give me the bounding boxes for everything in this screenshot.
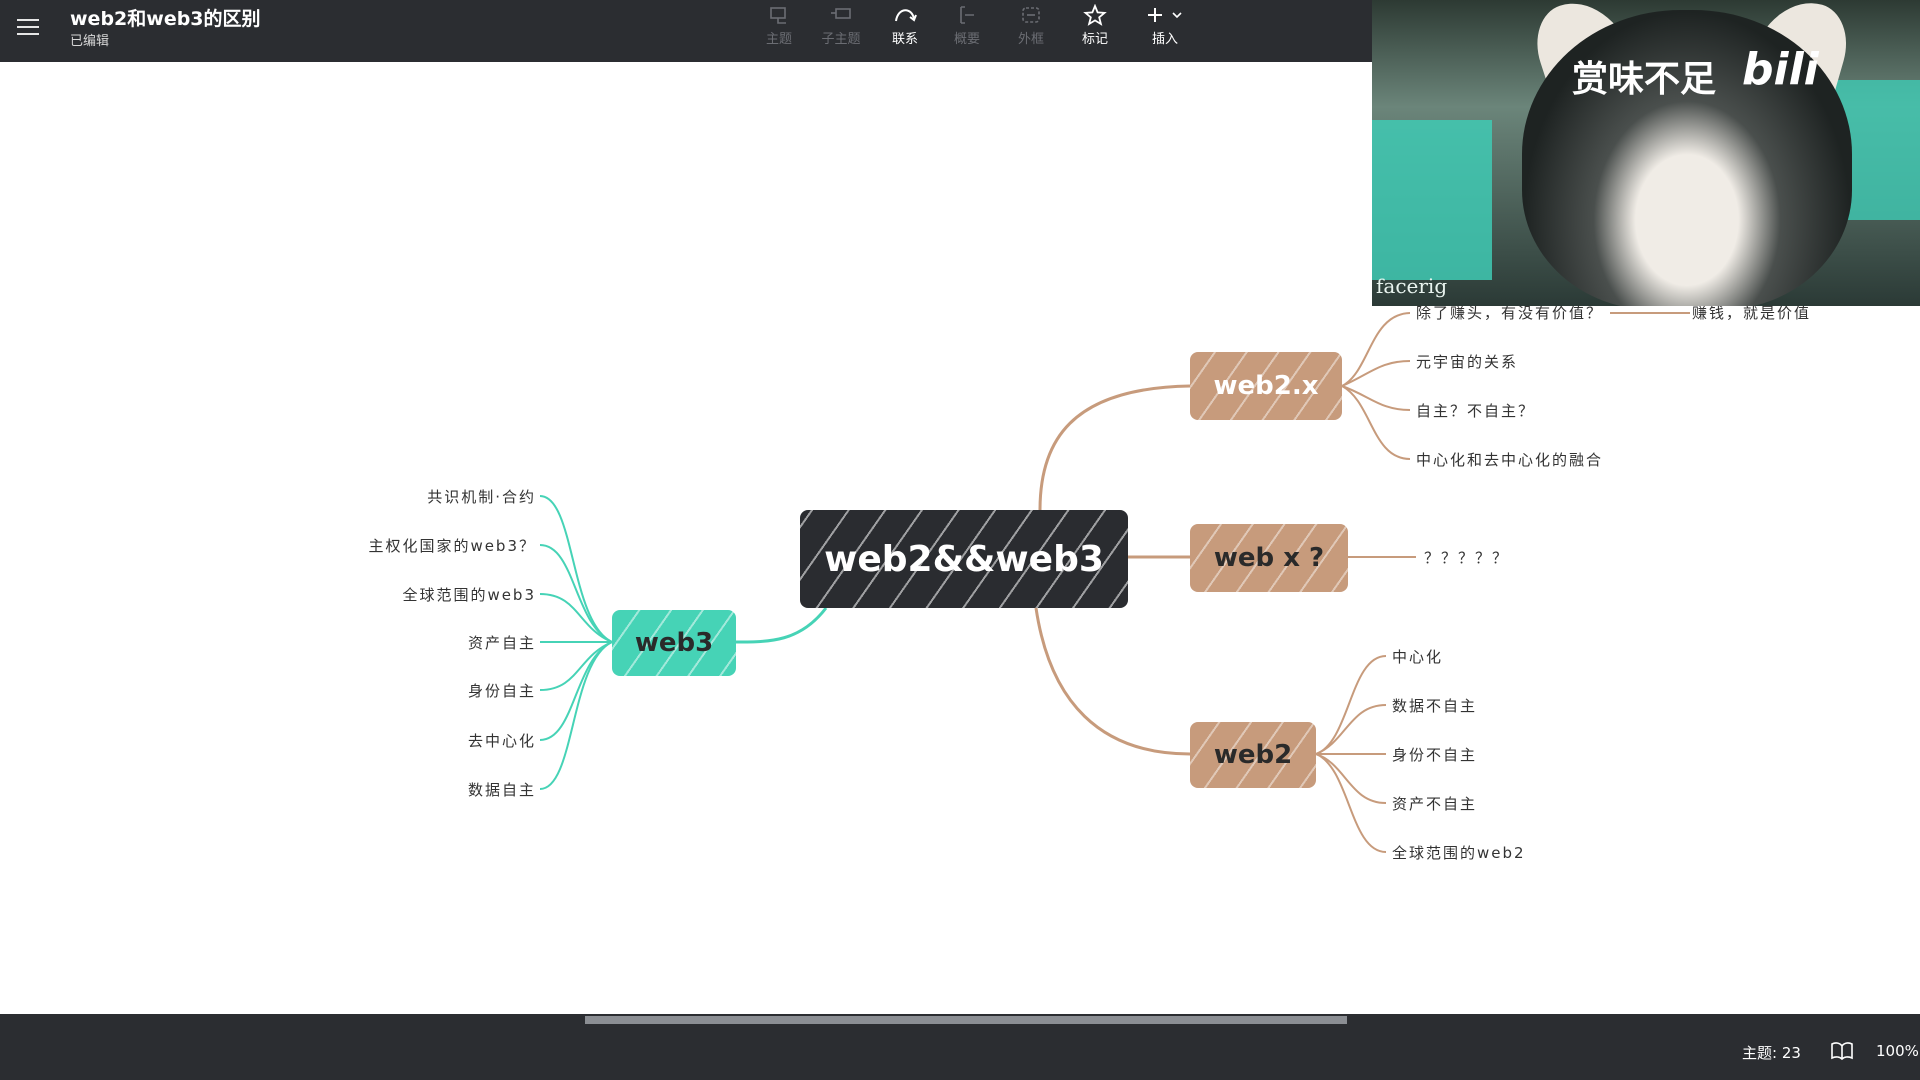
leaf-web3-sovereign[interactable]: 主权化国家的web3？ bbox=[368, 537, 536, 555]
toolbar-summary-label: 概要 bbox=[953, 32, 980, 47]
document-title: web2和web3的区别 bbox=[70, 8, 261, 30]
toolbar-summary-button[interactable]: 概要 bbox=[938, 4, 996, 47]
toolbar-subtopic-label: 子主题 bbox=[821, 32, 861, 47]
horizontal-scrollbar-thumb[interactable] bbox=[585, 1016, 1347, 1024]
leaf-web3-decentralized[interactable]: 去中心化 bbox=[467, 732, 536, 750]
leaf-web2-identity[interactable]: 身份不自主 bbox=[1392, 746, 1478, 764]
leaf-web3-identity[interactable]: 身份自主 bbox=[467, 682, 536, 700]
toolbar-subtopic-button[interactable]: 子主题 bbox=[812, 4, 870, 47]
toolbar-boundary-label: 外框 bbox=[1017, 32, 1044, 47]
plus-icon bbox=[1148, 8, 1182, 22]
leaf-webx-unknown[interactable]: ？？？？？ bbox=[1424, 549, 1510, 567]
topic-icon bbox=[770, 7, 786, 24]
hamburger-menu-icon[interactable] bbox=[14, 14, 42, 42]
avatar-face bbox=[1522, 10, 1852, 306]
toolbar-marker-button[interactable]: 标记 bbox=[1066, 4, 1124, 47]
leaf-web2-data[interactable]: 数据不自主 bbox=[1392, 697, 1478, 715]
toolbar-boundary-button[interactable]: 外框 bbox=[1002, 4, 1060, 47]
leaf-web3-consensus[interactable]: 共识机制·合约 bbox=[427, 488, 536, 506]
topic-web2[interactable]: web2 bbox=[1190, 722, 1316, 788]
overlay-background-shape bbox=[1372, 120, 1492, 280]
status-bar: 主题: 23 100% bbox=[0, 1026, 1920, 1080]
topic-web2x[interactable]: web2.x bbox=[1190, 352, 1342, 420]
leaf-web3-global[interactable]: 全球范围的web3 bbox=[402, 586, 536, 604]
bilibili-logo: bili bbox=[1742, 44, 1819, 95]
toolbar-topic-label: 主题 bbox=[765, 32, 792, 47]
facerig-watermark: facerig bbox=[1376, 274, 1448, 298]
leaf-web2x-autonomy[interactable]: 自主？不自主？ bbox=[1416, 402, 1536, 420]
webcam-overlay: 赏味不足 bili facerig bbox=[1372, 0, 1920, 306]
document-status: 已编辑 bbox=[70, 34, 110, 49]
toolbar-marker-label: 标记 bbox=[1081, 32, 1108, 47]
toolbar-relationship-label: 联系 bbox=[891, 32, 918, 47]
central-topic[interactable]: web2&&web3 bbox=[800, 510, 1128, 608]
leaf-web3-data[interactable]: 数据自主 bbox=[467, 781, 536, 799]
toolbar-topic-button[interactable]: 主题 bbox=[750, 4, 808, 47]
book-icon[interactable] bbox=[1830, 1040, 1854, 1066]
topic-webx[interactable]: web x ? bbox=[1190, 524, 1348, 592]
overlay-caption: 赏味不足 bbox=[1572, 59, 1717, 100]
mindmap-connectors bbox=[539, 312, 1690, 853]
toolbar-relationship-button[interactable]: 联系 bbox=[876, 4, 934, 47]
leaf-web2x-fusion[interactable]: 中心化和去中心化的融合 bbox=[1416, 451, 1604, 469]
relationship-icon bbox=[895, 9, 917, 22]
toolbar-insert-label: 插入 bbox=[1151, 32, 1178, 47]
toolbar-insert-button[interactable]: 插入 bbox=[1134, 4, 1196, 47]
summary-icon bbox=[960, 6, 974, 24]
leaf-web2x-value-answer[interactable]: 赚钱，就是价值 bbox=[1692, 304, 1812, 322]
subtopic-icon bbox=[831, 8, 851, 19]
zoom-level[interactable]: 100% bbox=[1876, 1042, 1919, 1060]
mindmap-canvas[interactable]: web2&&web3 web2.x web x ? web2 web3 除了赚头… bbox=[0, 62, 1920, 1014]
topic-count: 主题: 23 bbox=[1742, 1044, 1801, 1062]
leaf-web2x-metaverse[interactable]: 元宇宙的关系 bbox=[1416, 353, 1519, 371]
leaf-web3-assets[interactable]: 资产自主 bbox=[467, 634, 536, 652]
leaf-web2-global[interactable]: 全球范围的web2 bbox=[1392, 844, 1526, 862]
star-icon bbox=[1083, 4, 1107, 26]
topic-web3[interactable]: web3 bbox=[612, 610, 736, 676]
leaf-web2-centralized[interactable]: 中心化 bbox=[1392, 648, 1444, 666]
boundary-icon bbox=[1022, 7, 1040, 23]
leaf-web2x-value[interactable]: 除了赚头，有没有价值？ bbox=[1416, 304, 1604, 322]
leaf-web2-assets[interactable]: 资产不自主 bbox=[1392, 795, 1478, 813]
